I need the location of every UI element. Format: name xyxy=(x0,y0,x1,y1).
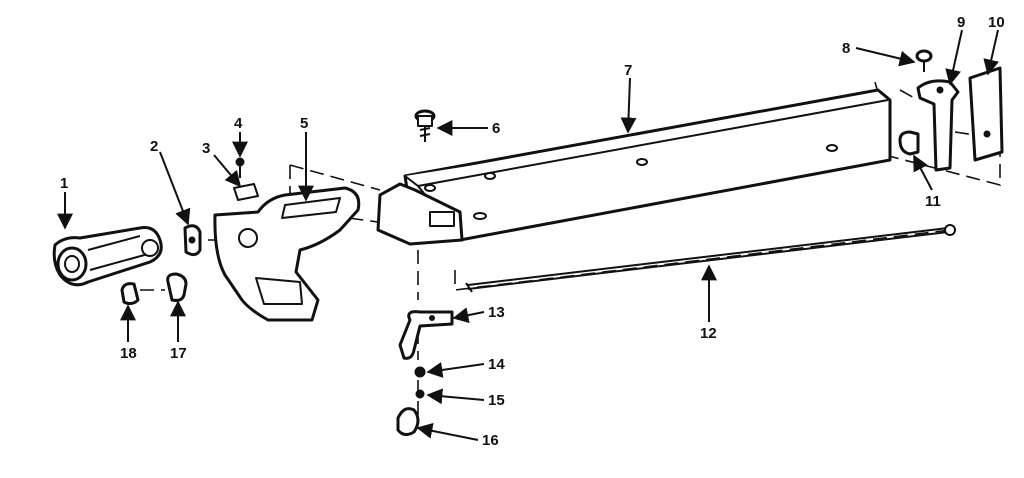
part-3-square-nut xyxy=(233,183,259,201)
callout-13: 13 xyxy=(488,304,505,321)
part-16-clip xyxy=(396,407,420,437)
part-4-screw xyxy=(235,157,245,178)
callout-7: 7 xyxy=(624,62,632,79)
callout-11: 11 xyxy=(925,193,941,210)
callout-9: 9 xyxy=(957,14,965,31)
part-11-plug xyxy=(898,130,920,156)
part-17-pin xyxy=(166,272,188,302)
part-14-washer xyxy=(414,366,426,378)
part-1-lock-handle xyxy=(52,226,163,287)
part-15-screw xyxy=(415,389,425,399)
part-10-end-plate xyxy=(968,66,1004,162)
part-12-rod xyxy=(465,224,956,293)
callout-8: 8 xyxy=(842,40,850,57)
callout-18: 18 xyxy=(120,345,137,362)
callout-16: 16 xyxy=(482,432,499,449)
callout-14: 14 xyxy=(488,356,505,373)
callout-17: 17 xyxy=(170,345,187,362)
callout-10: 10 xyxy=(988,14,1005,31)
callout-5: 5 xyxy=(300,115,308,132)
part-18-bushing xyxy=(120,282,140,306)
part-6-bolt xyxy=(414,109,436,142)
callout-2: 2 xyxy=(150,138,158,155)
part-7-fence-rail xyxy=(376,88,892,246)
part-2-cam-plate xyxy=(183,224,202,257)
callout-12: 12 xyxy=(700,325,717,342)
callout-leaders xyxy=(57,29,999,441)
part-5-bracket-casting xyxy=(213,186,361,322)
callout-15: 15 xyxy=(488,392,505,409)
callout-6: 6 xyxy=(492,120,500,137)
part-8-screw xyxy=(915,49,933,72)
callout-labels: 1 2 3 4 5 6 7 8 9 10 11 12 13 14 15 16 1… xyxy=(60,14,1005,449)
callout-3: 3 xyxy=(202,140,210,157)
part-9-end-bracket xyxy=(916,79,960,172)
part-13-clip-bracket xyxy=(398,310,454,360)
callout-4: 4 xyxy=(234,115,243,132)
callout-1: 1 xyxy=(60,175,68,192)
